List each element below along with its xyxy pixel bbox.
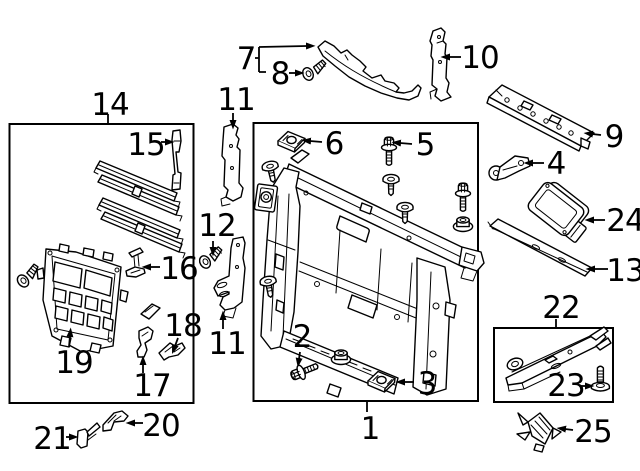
callout-label-6: 6: [325, 126, 344, 162]
callout-label-3: 3: [418, 366, 437, 402]
callout-arrow-25: [556, 425, 574, 433]
part-1-mount-pad-drawing: [253, 183, 279, 213]
part-4-bracket-drawing: [488, 155, 531, 181]
callout-label-21: 21: [33, 421, 70, 457]
callout-label-11a: 11: [217, 82, 254, 118]
callout-label-24: 24: [606, 203, 640, 239]
callout-label-4: 4: [547, 146, 566, 182]
part-1-radiator-support-drawing: [260, 149, 485, 398]
callout-arrow-6: [301, 137, 323, 145]
callout-label-9: 9: [605, 119, 624, 155]
callout-label-19: 19: [55, 345, 92, 381]
callout-label-12: 12: [198, 208, 235, 244]
part-16-pin-drawing: [125, 247, 146, 278]
callout-label-7: 7: [237, 41, 256, 77]
part-1-flange-nut-a-drawing: [452, 216, 474, 233]
part-1-flange-nut-b-drawing: [330, 349, 352, 366]
callout-label-5: 5: [416, 127, 435, 163]
callout-arrow-5: [391, 139, 413, 147]
callout-label-8: 8: [271, 56, 290, 92]
part-10-bracket-drawing: [429, 27, 452, 102]
part-14-shutter-blade-upper-drawing: [93, 160, 183, 222]
callout-arrow-18: [172, 337, 179, 354]
part-5-bolt-drawing: [380, 136, 398, 166]
part-24-sensor-drawing: [527, 181, 590, 243]
group-box-22: [493, 327, 614, 403]
part-15-seal-strip-drawing: [171, 129, 182, 191]
callout-label-22: 22: [542, 290, 579, 326]
callout-arrow-9: [583, 130, 602, 138]
part-22-deflector-drawing: [505, 326, 612, 392]
callout-arrow-7: [258, 42, 316, 50]
part-1-flat-screw-b-drawing: [382, 173, 400, 197]
callout-label-18: 18: [164, 308, 201, 344]
callout-label-2: 2: [293, 319, 312, 355]
callout-label-23: 23: [547, 368, 584, 404]
part-11-bracket-upper-drawing: [220, 123, 244, 207]
callout-bracket-7: [255, 47, 266, 73]
part-12-screw-drawing: [196, 245, 227, 271]
callout-label-16: 16: [160, 251, 197, 287]
part-25-clip-drawing: [516, 412, 562, 453]
callout-label-13: 13: [606, 253, 640, 289]
part-19-grille-shutter-drawing: [36, 243, 129, 354]
callout-arrow-2: [295, 351, 303, 368]
callout-label-11b: 11: [208, 326, 245, 362]
group-box-14: [8, 123, 195, 404]
part-17-bracket-drawing: [136, 326, 154, 358]
callout-label-10: 10: [461, 40, 498, 76]
callout-arrow-19: [66, 327, 74, 348]
callout-label-25: 25: [574, 414, 611, 450]
callout-label-17: 17: [133, 368, 170, 404]
callout-label-20: 20: [142, 408, 179, 444]
callout-label-14: 14: [91, 87, 128, 123]
part-1-bolt-b-drawing: [454, 182, 472, 212]
part-7-sight-shield-drawing: [317, 40, 422, 101]
part-9-panel-drawing: [486, 84, 595, 152]
callout-label-15: 15: [127, 127, 164, 163]
part-6-u-nut-drawing: [277, 130, 306, 153]
part-11-bracket-lower-drawing: [213, 236, 246, 319]
part-21-clip-drawing: [76, 422, 101, 449]
part-8-screw-drawing: [300, 58, 331, 83]
part-20-clip-drawing: [102, 410, 129, 432]
callout-label-1: 1: [361, 411, 380, 447]
part-23-screw-drawing: [590, 365, 611, 392]
part-14-shutter-blade-lower-drawing: [96, 197, 186, 259]
